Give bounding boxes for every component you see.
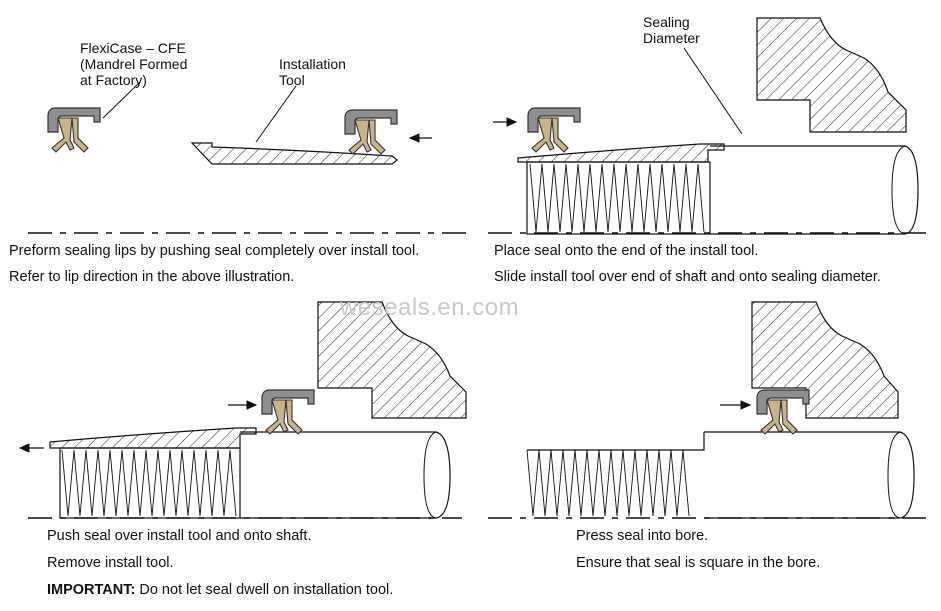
seal-in-bore (756, 389, 810, 435)
shaft-end (891, 145, 906, 235)
housing-bore (317, 301, 467, 419)
leader-tool (255, 85, 297, 143)
housing-bore (756, 17, 907, 133)
shaft-end (423, 431, 437, 519)
step3-line1: Push seal over install tool and onto sha… (47, 528, 312, 544)
installation-tool (190, 142, 398, 165)
panel-2-art (488, 17, 930, 235)
step2-line2: Slide install tool over end of shaft and… (494, 269, 881, 285)
step1-line2: Refer to lip direction in the above illu… (9, 269, 295, 285)
important-text: Do not let seal dwell on installation to… (135, 582, 394, 598)
step4-line1: Press seal into bore. (576, 528, 709, 544)
watermark: weseals.en.com (340, 294, 520, 321)
seal (527, 107, 581, 153)
seal-standalone (47, 107, 101, 153)
step1-line1: Preform sealing lips by pushing seal com… (9, 243, 420, 259)
seal (261, 389, 315, 435)
step3-important: IMPORTANT: Do not let seal dwell on inst… (47, 582, 393, 598)
housing-bore (751, 301, 899, 419)
label-flexicase: FlexiCase – CFE (Mandrel Formed at Facto… (80, 40, 188, 88)
label-installation-tool: Installation Tool (279, 56, 346, 88)
install-tool (517, 143, 725, 163)
seal-on-tool (344, 109, 398, 155)
panel-4-art (488, 301, 930, 519)
shaft-end (887, 431, 901, 519)
shaft (704, 431, 915, 519)
shaft (240, 431, 451, 519)
leader-flexicase (102, 81, 141, 119)
shaft-threads (59, 447, 241, 519)
shaft-threads (526, 449, 690, 517)
label-sealing-diameter: Sealing Diameter (643, 14, 700, 46)
panel-3-art (18, 301, 467, 519)
important-label: IMPORTANT: (47, 582, 136, 598)
step3-line2: Remove install tool. (47, 555, 174, 571)
shaft (710, 145, 919, 235)
install-tool (49, 427, 257, 449)
step2-line1: Place seal onto the end of the install t… (494, 243, 759, 259)
step4-line2: Ensure that seal is square in the bore. (576, 555, 821, 571)
leader-sealing-diameter (683, 47, 743, 135)
panel-1-art (28, 81, 470, 234)
